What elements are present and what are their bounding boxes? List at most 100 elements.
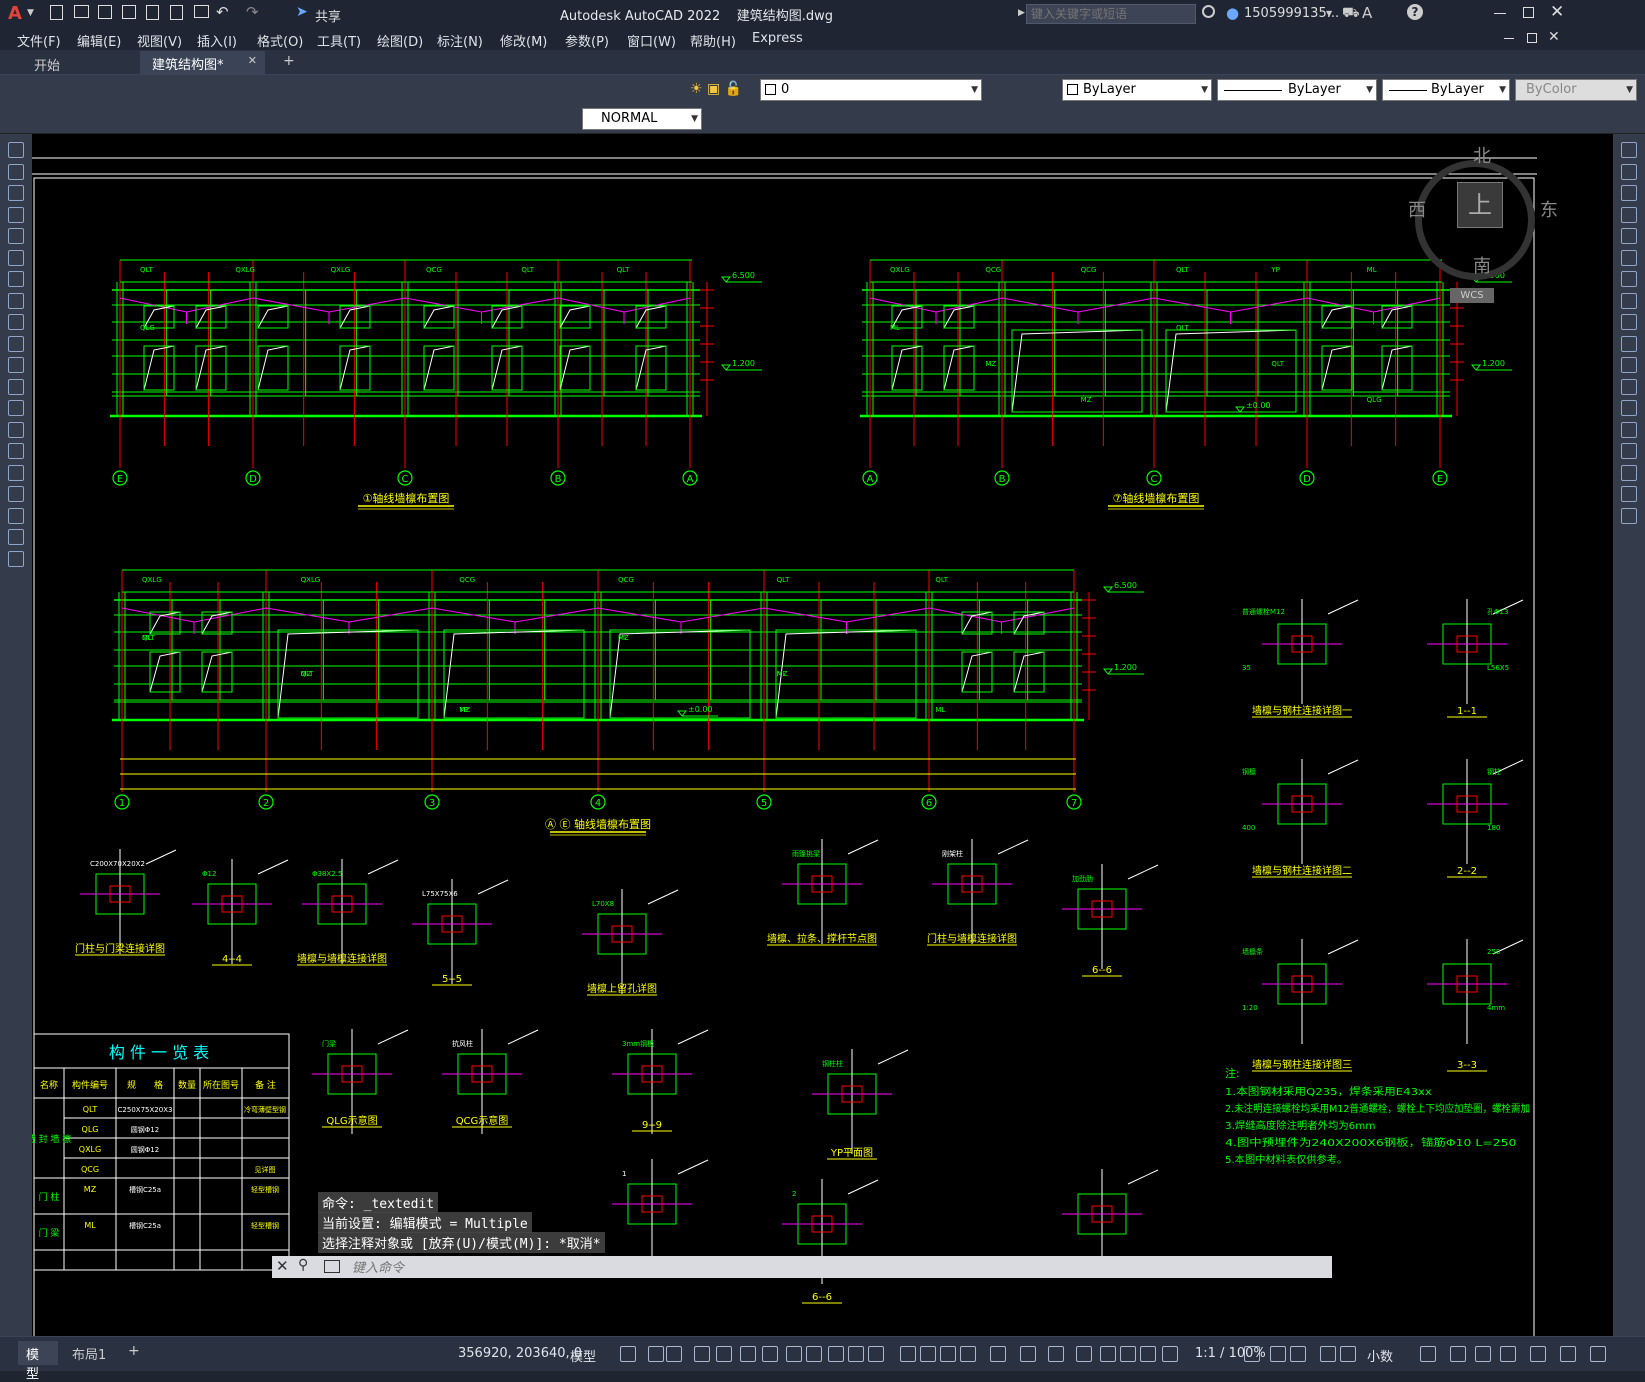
status-toggle-5-icon[interactable] bbox=[716, 1346, 732, 1362]
compass-south[interactable]: 南 bbox=[1473, 256, 1491, 277]
modify-tool-10-icon[interactable] bbox=[1621, 335, 1637, 352]
maximize-icon[interactable] bbox=[1523, 7, 1534, 18]
units-display[interactable]: 小数 bbox=[1367, 1350, 1394, 1365]
doc-restore-icon[interactable] bbox=[1527, 33, 1537, 43]
status-toggle-14-icon[interactable] bbox=[920, 1346, 936, 1362]
menu-draw[interactable]: 绘图(D) bbox=[377, 35, 424, 50]
status-toggle-10-icon[interactable] bbox=[828, 1346, 844, 1362]
status-toggle-22-icon[interactable] bbox=[1120, 1346, 1136, 1362]
status-toggle-27-icon[interactable] bbox=[1290, 1346, 1306, 1362]
tab-model-layout[interactable]: 模型 bbox=[18, 1341, 58, 1382]
compass-north[interactable]: 北 bbox=[1473, 146, 1491, 167]
modify-tool-17-icon[interactable] bbox=[1621, 486, 1637, 502]
draw-tool-2-icon[interactable] bbox=[8, 163, 24, 180]
status-toggle-18-icon[interactable] bbox=[1020, 1346, 1036, 1362]
autocad-logo[interactable]: A bbox=[8, 3, 22, 24]
draw-tool-3-icon[interactable] bbox=[8, 185, 24, 201]
user-icon[interactable]: ● bbox=[1226, 4, 1240, 22]
menu-help[interactable]: 帮助(H) bbox=[690, 35, 736, 50]
status-toggle-19-icon[interactable] bbox=[1048, 1346, 1064, 1362]
draw-tool-10-icon[interactable] bbox=[8, 335, 24, 352]
modify-tool-7-icon[interactable] bbox=[1621, 271, 1637, 287]
menu-dimension[interactable]: 标注(N) bbox=[437, 35, 483, 50]
compass-east[interactable]: 东 bbox=[1540, 200, 1558, 221]
menu-edit[interactable]: 编辑(E) bbox=[77, 35, 122, 50]
viewcube[interactable] bbox=[1415, 160, 1535, 280]
open-icon[interactable] bbox=[74, 5, 89, 18]
search-icon[interactable] bbox=[1202, 5, 1215, 18]
search-input[interactable] bbox=[1026, 4, 1196, 24]
viewcube-top-face[interactable]: 上 bbox=[1457, 182, 1503, 228]
modify-tool-6-icon[interactable] bbox=[1621, 249, 1637, 266]
draw-tool-9-icon[interactable] bbox=[8, 314, 24, 330]
draw-tool-13-icon[interactable] bbox=[8, 400, 24, 416]
help-button[interactable]: ? bbox=[1407, 4, 1423, 20]
user-chevron-icon[interactable]: ▼ bbox=[1326, 9, 1333, 18]
share-icon[interactable]: ➤ bbox=[296, 4, 308, 20]
draw-tool-1-icon[interactable] bbox=[8, 142, 24, 158]
status-toggle-28-icon[interactable] bbox=[1320, 1346, 1336, 1362]
doc-minimize-icon[interactable] bbox=[1504, 38, 1514, 39]
status-toggle-32-icon[interactable] bbox=[1475, 1346, 1491, 1362]
redo-icon[interactable]: ↷ bbox=[246, 3, 259, 21]
status-toggle-30-icon[interactable] bbox=[1420, 1346, 1436, 1362]
status-toggle-17-icon[interactable] bbox=[990, 1346, 1006, 1362]
command-close-icon[interactable]: ✕ bbox=[276, 1257, 289, 1275]
command-recent-icon[interactable] bbox=[324, 1260, 340, 1273]
status-toggle-36-icon[interactable] bbox=[1590, 1346, 1606, 1362]
status-toggle-13-icon[interactable] bbox=[900, 1346, 916, 1362]
save-icon[interactable] bbox=[98, 5, 112, 19]
wcs-menu[interactable]: WCS bbox=[1450, 288, 1494, 303]
draw-tool-19-icon[interactable] bbox=[8, 529, 24, 545]
status-toggle-16-icon[interactable] bbox=[960, 1346, 976, 1362]
draw-tool-15-icon[interactable] bbox=[8, 443, 24, 459]
status-toggle-1-icon[interactable] bbox=[620, 1346, 636, 1362]
status-toggle-20-icon[interactable] bbox=[1076, 1346, 1092, 1362]
menu-file[interactable]: 文件(F) bbox=[17, 35, 61, 50]
draw-tool-12-icon[interactable] bbox=[8, 378, 24, 395]
user-name[interactable]: 1505999135... bbox=[1244, 6, 1340, 21]
status-toggle-11-icon[interactable] bbox=[848, 1346, 864, 1362]
status-toggle-15-icon[interactable] bbox=[940, 1346, 956, 1362]
menu-window[interactable]: 窗口(W) bbox=[627, 35, 676, 50]
modify-tool-11-icon[interactable] bbox=[1621, 357, 1637, 373]
draw-tool-20-icon[interactable] bbox=[8, 550, 24, 567]
menu-format[interactable]: 格式(O) bbox=[257, 35, 304, 50]
logo-chevron-icon[interactable]: ▼ bbox=[27, 8, 34, 18]
draw-tool-6-icon[interactable] bbox=[8, 249, 24, 266]
status-toggle-12-icon[interactable] bbox=[868, 1346, 884, 1362]
tab-layout1[interactable]: 布局1 bbox=[72, 1348, 107, 1363]
save-web-icon[interactable] bbox=[170, 5, 183, 20]
modify-tool-12-icon[interactable] bbox=[1621, 378, 1637, 395]
coordinates-readout[interactable]: 356920, 203640, 0 bbox=[458, 1346, 583, 1361]
status-toggle-35-icon[interactable] bbox=[1560, 1346, 1576, 1362]
new-icon[interactable] bbox=[50, 5, 63, 20]
modify-tool-8-icon[interactable] bbox=[1621, 292, 1637, 309]
color-combo[interactable]: ByLayer ▼ bbox=[1062, 79, 1212, 101]
modify-tool-5-icon[interactable] bbox=[1621, 228, 1637, 244]
tab-start[interactable]: 开始 bbox=[34, 59, 61, 74]
add-layout-button[interactable]: + bbox=[128, 1343, 140, 1359]
status-toggle-6-icon[interactable] bbox=[740, 1346, 756, 1362]
modify-tool-15-icon[interactable] bbox=[1621, 443, 1637, 459]
menu-insert[interactable]: 插入(I) bbox=[197, 35, 237, 50]
menu-tools[interactable]: 工具(T) bbox=[317, 35, 362, 50]
status-toggle-24-icon[interactable] bbox=[1162, 1346, 1178, 1362]
annotation-scale[interactable]: 1:1 / 100% bbox=[1195, 1346, 1266, 1361]
status-toggle-26-icon[interactable] bbox=[1270, 1346, 1286, 1362]
status-toggle-9-icon[interactable] bbox=[806, 1346, 822, 1362]
new-tab-button[interactable]: + bbox=[283, 53, 295, 69]
status-toggle-34-icon[interactable] bbox=[1530, 1346, 1546, 1362]
menu-parametric[interactable]: 参数(P) bbox=[565, 35, 609, 50]
draw-tool-16-icon[interactable] bbox=[8, 464, 24, 481]
draw-tool-11-icon[interactable] bbox=[8, 357, 24, 373]
modify-tool-1-icon[interactable] bbox=[1621, 142, 1637, 158]
modify-tool-18-icon[interactable] bbox=[1621, 507, 1637, 524]
minimize-icon[interactable] bbox=[1494, 13, 1506, 14]
status-toggle-8-icon[interactable] bbox=[786, 1346, 802, 1362]
command-input[interactable] bbox=[352, 1257, 1312, 1277]
status-toggle-23-icon[interactable] bbox=[1140, 1346, 1156, 1362]
draw-tool-7-icon[interactable] bbox=[8, 271, 24, 287]
